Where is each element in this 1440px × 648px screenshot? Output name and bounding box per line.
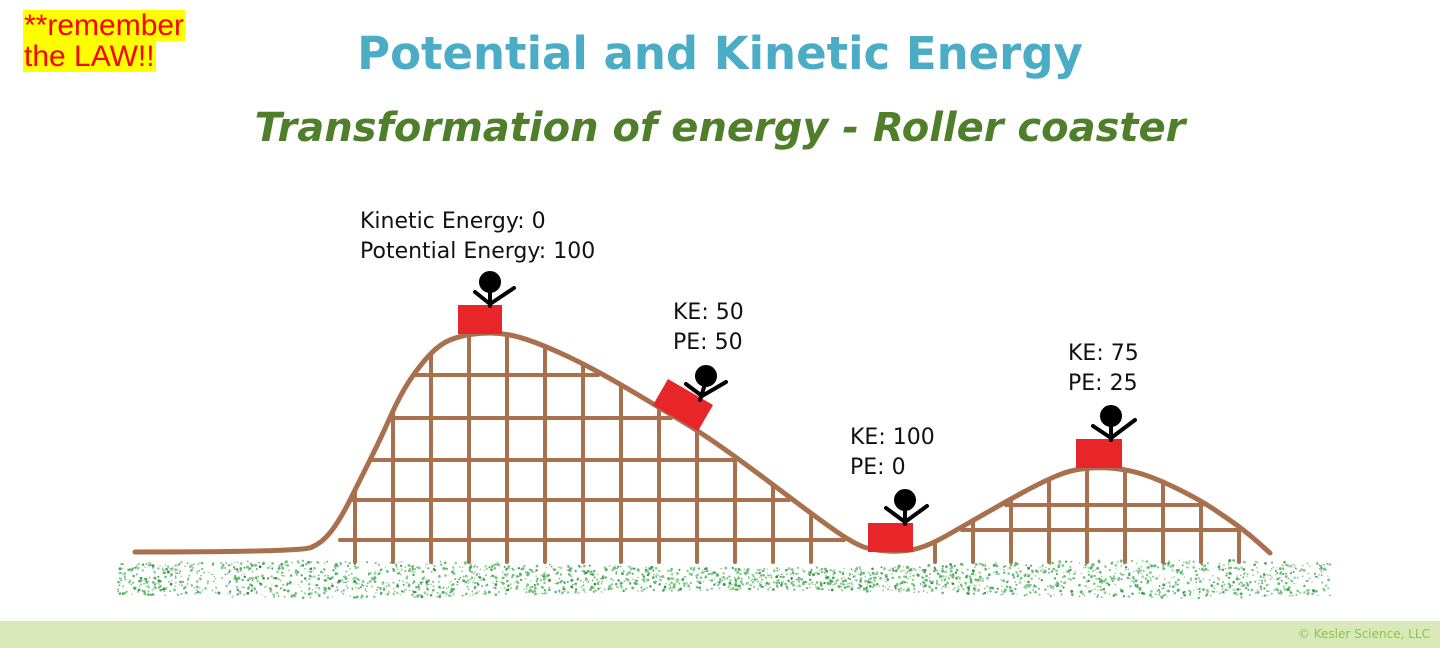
rider-icon: [684, 365, 728, 402]
energy-label-top-of-hill: Kinetic Energy: 0 Potential Energy: 100: [360, 207, 595, 267]
page-title: Potential and Kinetic Energy: [357, 27, 1083, 80]
grass-ground: [117, 559, 1332, 600]
copyright-text: © Kesler Science, LLC: [1297, 627, 1430, 641]
page-subtitle: Transformation of energy - Roller coaste…: [254, 105, 1186, 151]
potential-energy-value: PE: 25: [1068, 371, 1138, 396]
kinetic-energy-value: KE: 100: [850, 425, 935, 450]
energy-label-second-hill: KE: 75 PE: 25: [1068, 339, 1139, 399]
kinetic-energy-value: KE: 75: [1068, 341, 1139, 366]
coaster-car: [1076, 439, 1122, 468]
reminder-line-2: the LAW!!: [23, 40, 156, 73]
potential-energy-value: Potential Energy: 100: [360, 239, 596, 264]
rider-icon: [1091, 405, 1137, 442]
kinetic-energy-value: KE: 50: [673, 300, 744, 325]
coaster-support-scaffold: [338, 334, 1241, 564]
energy-label-going-down: KE: 50 PE: 50: [673, 298, 744, 358]
potential-energy-value: PE: 0: [850, 455, 906, 480]
reminder-line-1: **remember: [23, 9, 186, 42]
potential-energy-value: PE: 50: [673, 330, 743, 355]
car-top-of-hill: [458, 271, 516, 334]
energy-label-bottom: KE: 100 PE: 0: [850, 423, 935, 483]
car-bottom: [868, 489, 929, 552]
kinetic-energy-value: Kinetic Energy: 0: [360, 209, 546, 234]
car-second-hill: [1076, 405, 1137, 468]
footer-bar: © Kesler Science, LLC: [0, 621, 1440, 648]
coaster-car: [868, 523, 913, 552]
rider-icon: [884, 489, 929, 526]
coaster-car: [458, 305, 502, 334]
coaster-car: [652, 379, 714, 431]
car-going-down: [652, 365, 728, 431]
rider-icon: [473, 271, 516, 308]
law-reminder-note: **remember the LAW!!: [23, 10, 207, 93]
